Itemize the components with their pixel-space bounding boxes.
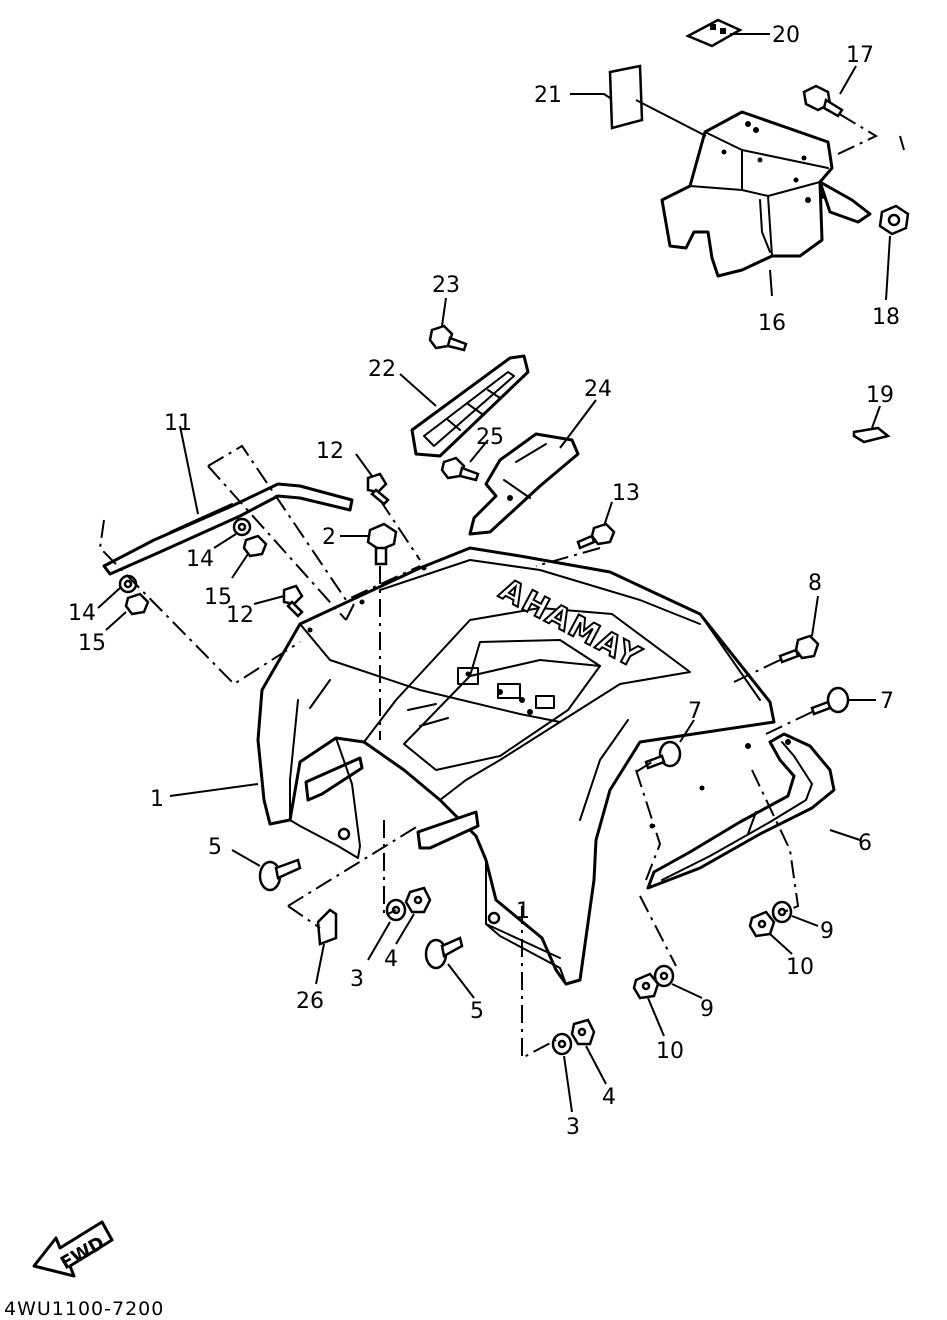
callout-1-a: 1: [150, 787, 164, 812]
fwd-arrow: FWD: [32, 1220, 114, 1278]
callout-14-b: 14: [68, 601, 96, 626]
callout-6: 6: [858, 831, 872, 856]
callout-9-b: 9: [700, 997, 714, 1022]
callout-26: 26: [296, 989, 324, 1014]
part-22-grille: [410, 354, 530, 458]
assembly-lines: [98, 111, 905, 1060]
callout-5-b: 5: [470, 999, 484, 1024]
callout-20: 20: [772, 23, 800, 48]
callout-2: 2: [322, 525, 336, 550]
part-19-pad: [852, 426, 891, 444]
part-5-bolt-b: [424, 936, 464, 970]
part-7-rivet-a: [810, 686, 850, 716]
part-10-nut-b: [632, 972, 660, 1000]
part-13-screw: [576, 522, 616, 550]
part-2-bolt: [366, 522, 398, 566]
part-9-washer-b: [653, 964, 675, 988]
part-11-rail: [102, 482, 354, 576]
diagram-code: 4WU1100-7200: [4, 1298, 165, 1320]
part-14-washer-a: [232, 517, 252, 537]
part-18-nut: [878, 204, 910, 236]
callout-15-b: 15: [78, 631, 106, 656]
part-4-nut-a: [404, 886, 432, 914]
callout-3-b: 3: [566, 1115, 580, 1140]
part-4-nut-b: [570, 1018, 596, 1046]
callout-3-a: 3: [350, 967, 364, 992]
callout-10-b: 10: [656, 1039, 684, 1064]
part-1-rear-fender: [256, 546, 776, 986]
callout-7-a: 7: [880, 689, 894, 714]
callout-18: 18: [872, 305, 900, 330]
callout-21: 21: [534, 83, 562, 108]
part-7-rivet-b: [644, 740, 682, 770]
callout-1-b: 1: [516, 899, 530, 924]
part-3-washer-b: [551, 1032, 573, 1056]
callout-4-a: 4: [384, 947, 398, 972]
callout-11: 11: [164, 411, 192, 436]
part-20-clip: [685, 18, 743, 48]
part-25-screw: [440, 456, 480, 482]
part-10-nut-a: [748, 910, 776, 938]
callout-12-b: 12: [226, 603, 254, 628]
part-16-rear-cover: [660, 110, 872, 278]
part-14-washer-b: [118, 574, 138, 594]
part-12-bolt-b: [282, 584, 304, 618]
part-17-bolt: [802, 84, 844, 118]
leader-lines: [97, 33, 891, 1113]
callout-23: 23: [432, 273, 460, 298]
callout-5-a: 5: [208, 835, 222, 860]
callout-8: 8: [808, 571, 822, 596]
callout-25: 25: [476, 425, 504, 450]
callout-10-a: 10: [786, 955, 814, 980]
part-5-bolt-a: [258, 858, 302, 892]
callout-12-a: 12: [316, 439, 344, 464]
callout-labels: 20 21 17 16 18 19 23 22 24 25 12 11 2 13…: [68, 23, 900, 1140]
callout-9-a: 9: [820, 919, 834, 944]
callout-22: 22: [368, 357, 396, 382]
callout-15-a: 15: [204, 585, 232, 610]
part-15-nut-a: [242, 534, 268, 558]
callout-24: 24: [584, 377, 612, 402]
part-9-washer-a: [771, 900, 793, 924]
part-26-clip: [316, 908, 338, 946]
part-15-nut-b: [124, 592, 150, 616]
part-21-plate: [608, 64, 644, 130]
callout-7-b: 7: [688, 699, 702, 724]
callout-19: 19: [866, 383, 894, 408]
part-6-flap: [646, 732, 836, 890]
callout-17: 17: [846, 43, 874, 68]
part-12-bolt-a: [366, 472, 390, 506]
callout-14-a: 14: [186, 547, 214, 572]
callout-16: 16: [758, 311, 786, 336]
part-8-bolt: [778, 634, 820, 664]
callout-4-b: 4: [602, 1085, 616, 1110]
part-23-bolt: [428, 324, 468, 352]
callout-13: 13: [612, 481, 640, 506]
